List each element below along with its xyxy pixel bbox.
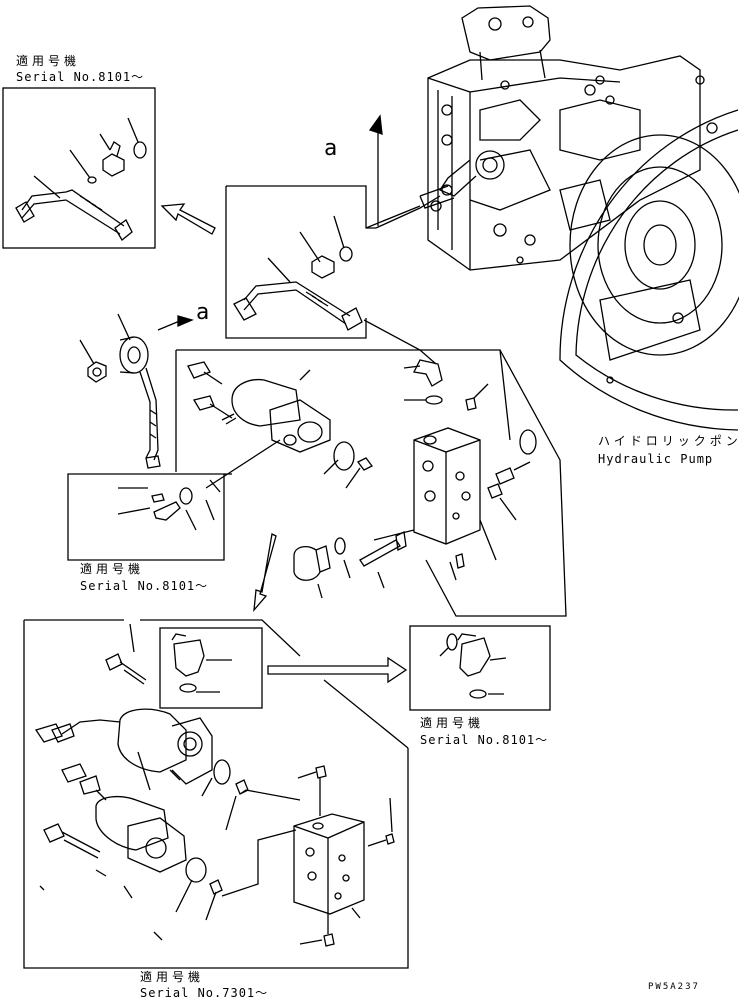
arrow-down (253, 533, 277, 612)
pump-label-en: Hydraulic Pump (598, 452, 714, 466)
arrow-right (267, 656, 408, 684)
inset-box-top-left (2, 87, 156, 249)
inset-box-right (409, 625, 551, 711)
hydraulic-pump (419, 5, 739, 431)
right-applicable-model: 適用号機 (420, 716, 485, 730)
right-serial: Serial No.8101～ (420, 733, 549, 747)
mid-left-serial: Serial No.8101～ (80, 579, 209, 593)
drawing-code: PW5A237 (648, 982, 700, 992)
top-left-applicable-model: 適用号機 (16, 54, 81, 68)
bottom-applicable-model: 適用号機 (140, 970, 205, 984)
arrow-to-inset (160, 203, 216, 235)
reference-mark-a-top: a (324, 136, 338, 161)
pump-label-jp: ハイドロリックポンプ (598, 434, 739, 448)
mid-left-applicable-model: 適用号機 (80, 562, 145, 576)
reference-mark-a-hose: a (196, 300, 210, 325)
solenoid-valve-box (175, 319, 567, 617)
top-left-serial: Serial No.8101～ (16, 70, 145, 84)
bottom-serial: Serial No.7301～ (140, 986, 269, 1000)
tube-assembly-box (225, 114, 441, 339)
inset-box-mid-left (67, 473, 232, 561)
bottom-assembly-box (23, 619, 409, 969)
hose-assembly (79, 313, 194, 469)
